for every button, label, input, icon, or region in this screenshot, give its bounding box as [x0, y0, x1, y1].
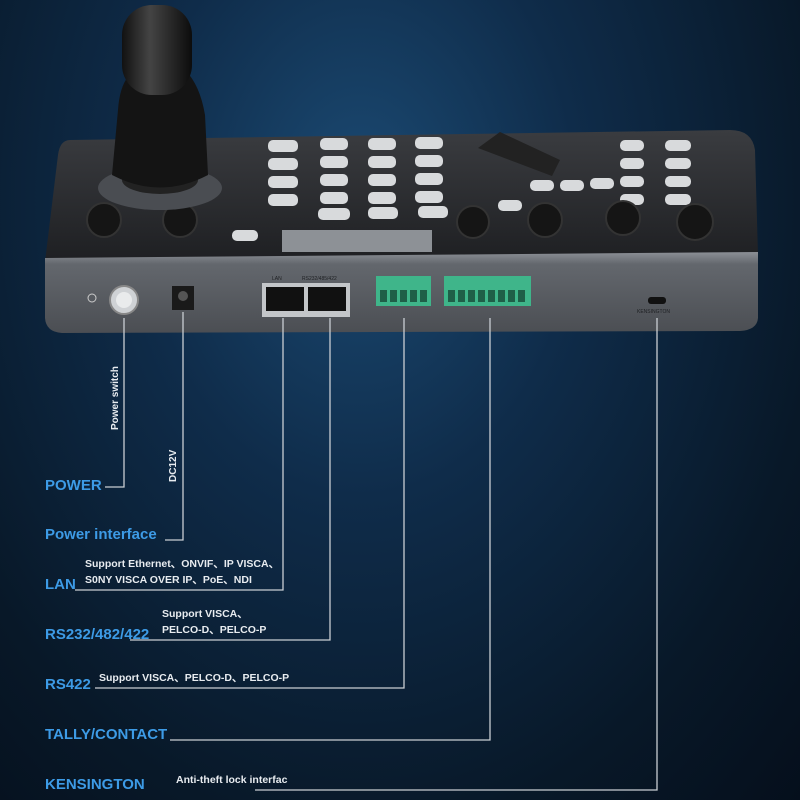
joystick	[98, 5, 222, 210]
leader-lines	[75, 312, 658, 791]
lan-desc-line: S0NY VISCA OVER IP、PoE、NDI	[85, 574, 252, 586]
terminal-tally	[444, 276, 531, 306]
rs232-desc-line: Support VISCA、	[162, 608, 248, 620]
rs422-description: Support VISCA、PELCO-D、PELCO-P	[99, 672, 290, 684]
dc12v-note: DC12V	[168, 449, 179, 482]
keypad-buttons	[232, 137, 691, 241]
lcd-screen	[282, 230, 432, 252]
rj45-serial	[308, 287, 346, 311]
callout-lan: LAN	[45, 576, 76, 593]
callout-rs422: RS422	[45, 676, 91, 693]
callout-power-interface: Power interface	[45, 526, 157, 543]
power-switch-note: Power switch	[110, 366, 121, 430]
rs232-description: Support VISCA、 PELCO-D、PELCO-P	[162, 606, 266, 638]
kensington-slot	[648, 297, 666, 304]
lan-desc-line: Support Ethernet、ONVIF、IP VISCA、	[85, 558, 280, 570]
rj45-lan	[266, 287, 304, 311]
rs232-desc-line: PELCO-D、PELCO-P	[162, 624, 267, 636]
lan-description: Support Ethernet、ONVIF、IP VISCA、 S0NY VI…	[85, 556, 279, 588]
zoom-rocker	[478, 132, 560, 176]
rotary-knobs	[86, 200, 714, 241]
callout-tally: TALLY/CONTACT	[45, 726, 168, 743]
serial-port-label: RS232/485/422	[302, 276, 337, 282]
kensington-slot-label: KENSINGTON	[637, 309, 670, 315]
lan-port-label: LAN	[272, 276, 282, 282]
callout-rs232: RS232/482/422	[45, 626, 150, 643]
callout-power: POWER	[45, 477, 102, 494]
callout-kensington: KENSINGTON	[45, 776, 145, 793]
kensington-description: Anti-theft lock interfac	[176, 774, 288, 786]
control-panel-top	[45, 130, 758, 262]
